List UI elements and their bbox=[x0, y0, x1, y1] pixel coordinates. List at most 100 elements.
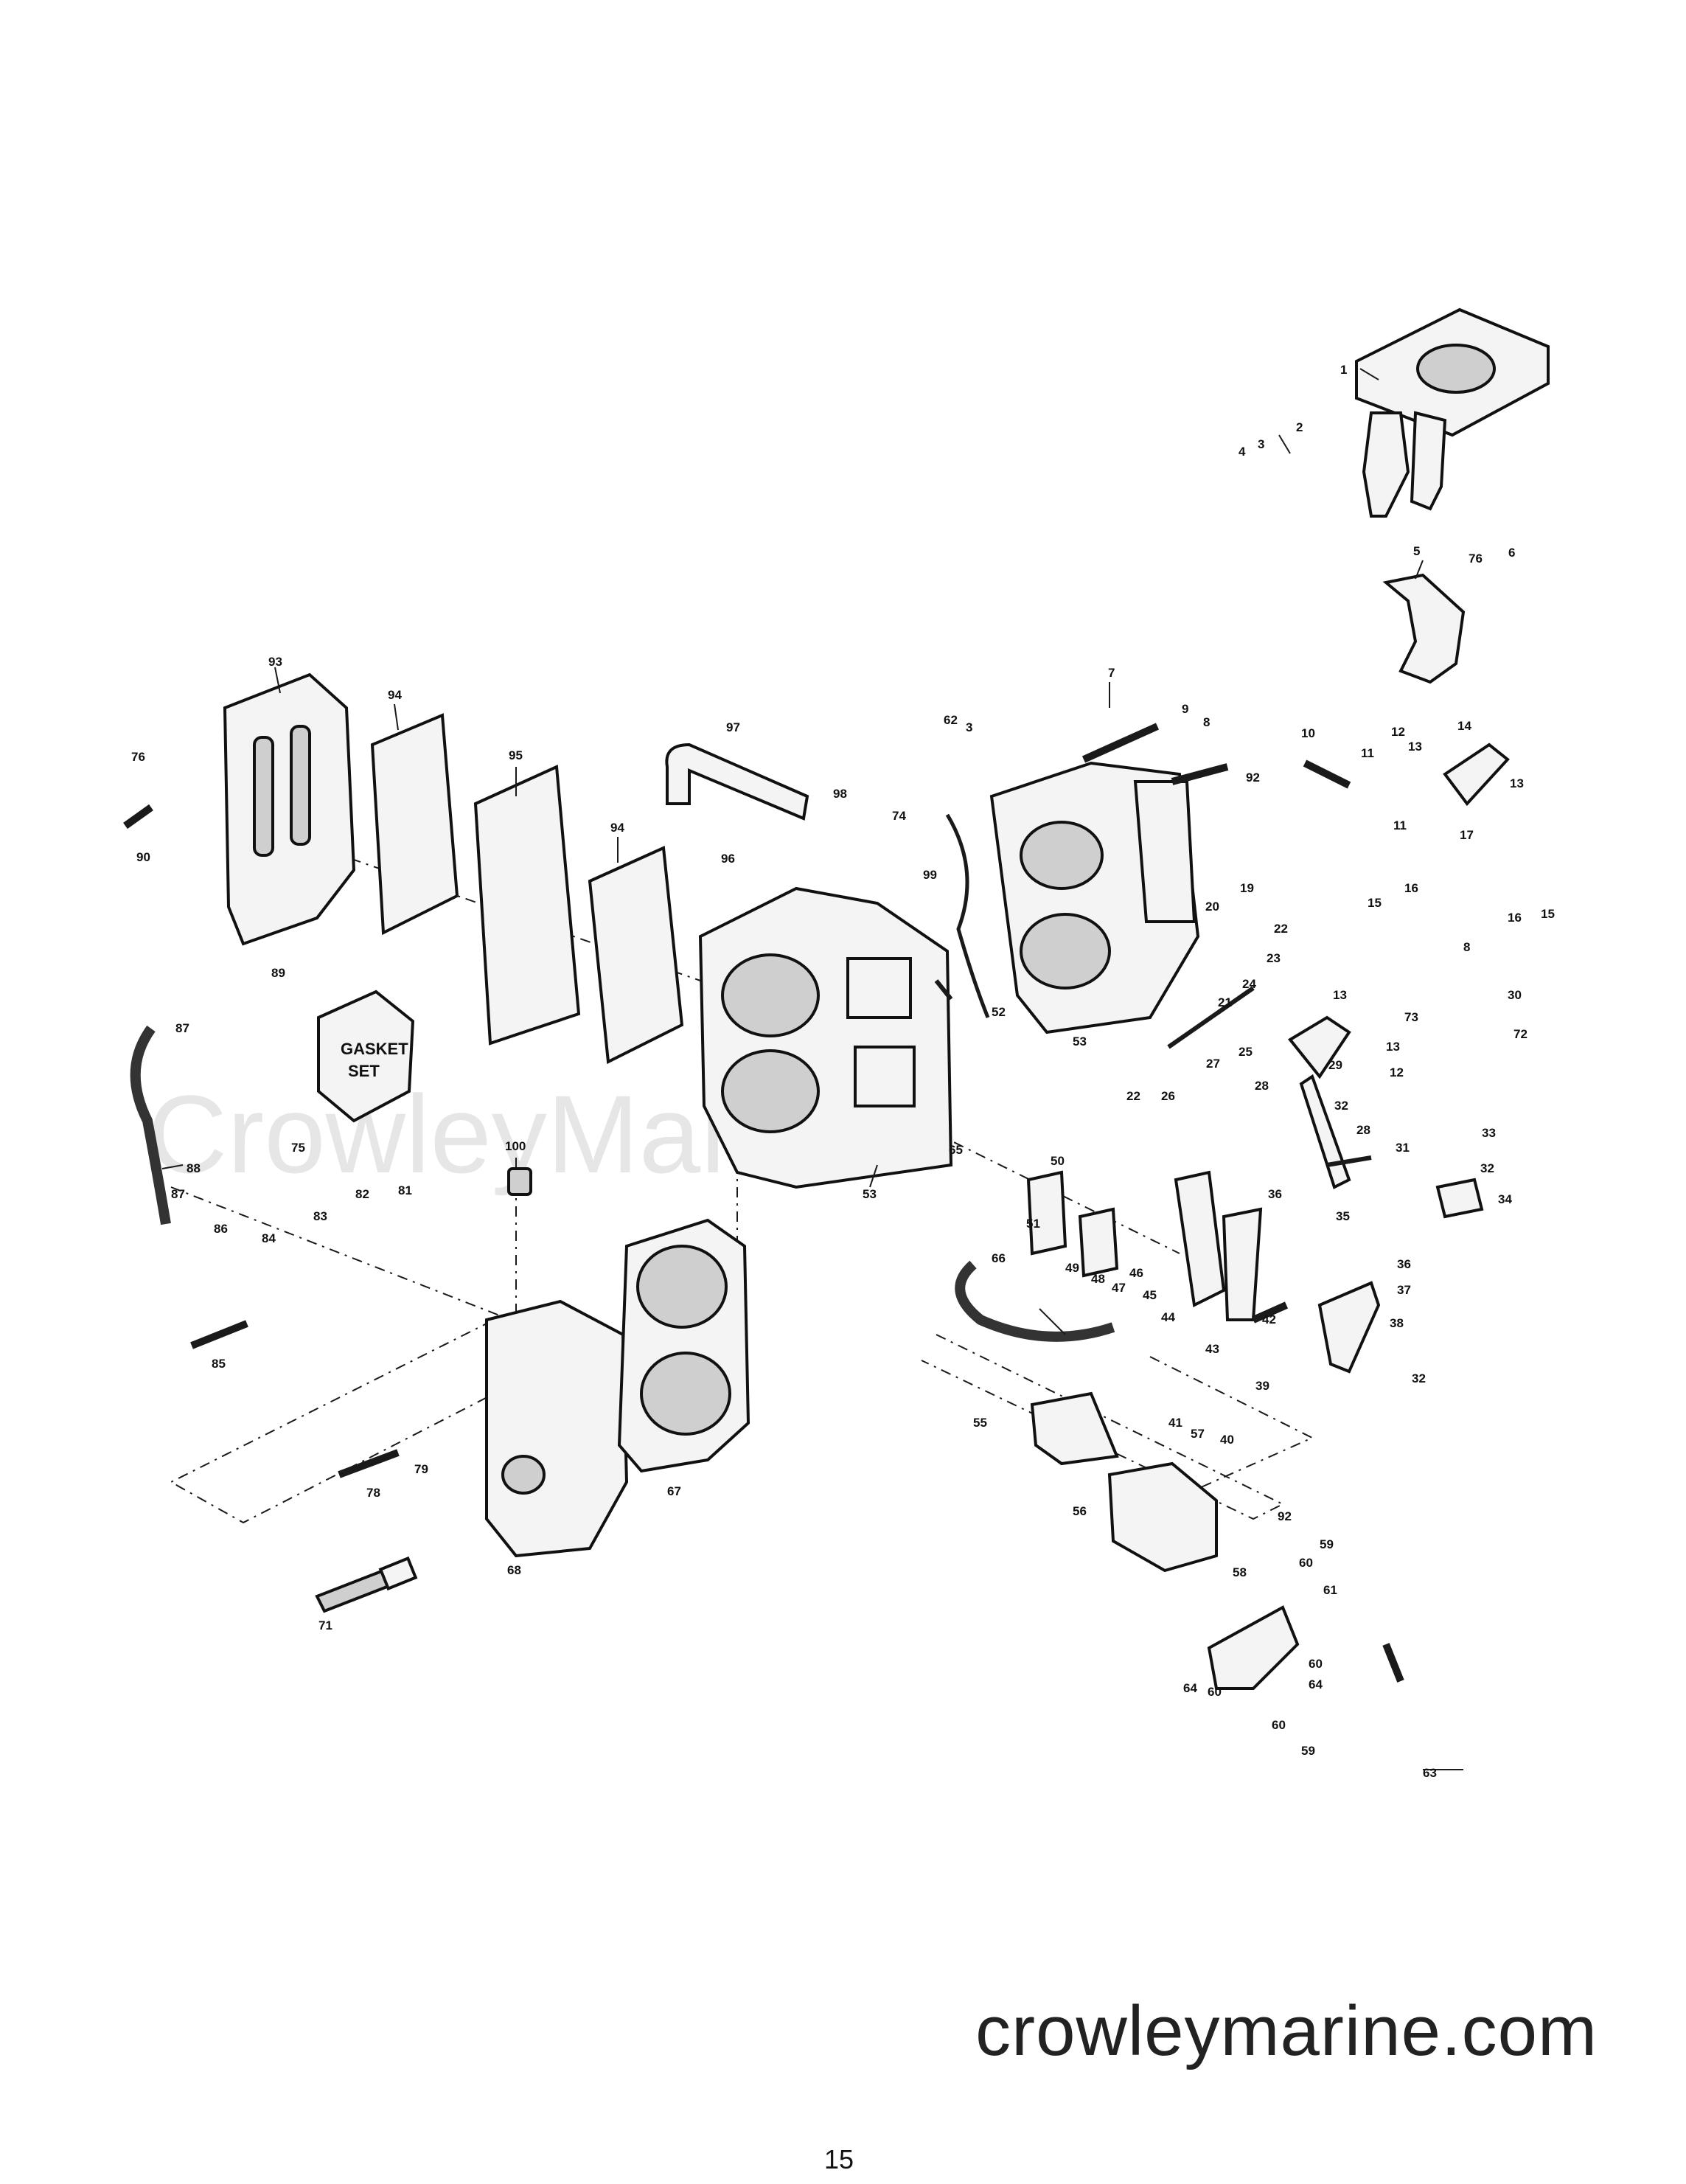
callout-99: 99 bbox=[923, 868, 937, 882]
callout-85: 85 bbox=[212, 1357, 226, 1371]
callout-76a: 76 bbox=[1469, 552, 1483, 566]
callout-63: 63 bbox=[1423, 1766, 1437, 1780]
callout-51: 51 bbox=[1026, 1217, 1040, 1231]
callout-1: 1 bbox=[1340, 363, 1347, 377]
callout-90: 90 bbox=[136, 850, 150, 864]
callout-47: 47 bbox=[1112, 1281, 1126, 1295]
callout-38: 38 bbox=[1390, 1316, 1404, 1330]
callout-93: 93 bbox=[268, 655, 282, 669]
callout-28b: 28 bbox=[1356, 1123, 1370, 1137]
callout-9: 9 bbox=[1182, 702, 1188, 716]
callout-83: 83 bbox=[313, 1209, 327, 1223]
callout-72: 72 bbox=[1513, 1027, 1527, 1041]
callout-82: 82 bbox=[355, 1187, 369, 1201]
callout-33: 33 bbox=[1482, 1126, 1496, 1140]
callout-7: 7 bbox=[1108, 666, 1115, 680]
callout-60a: 60 bbox=[1299, 1556, 1313, 1570]
bracket-plate-part bbox=[1382, 573, 1466, 684]
callout-71: 71 bbox=[318, 1618, 332, 1632]
callout-89: 89 bbox=[271, 966, 285, 980]
callout-87b: 87 bbox=[171, 1187, 185, 1201]
callout-19: 19 bbox=[1240, 881, 1254, 895]
callout-65: 65 bbox=[949, 1143, 963, 1157]
callout-36b: 36 bbox=[1397, 1257, 1411, 1271]
callout-36a: 36 bbox=[1268, 1187, 1282, 1201]
callout-35: 35 bbox=[1336, 1209, 1350, 1223]
callout-56: 56 bbox=[1073, 1504, 1087, 1518]
callout-26: 26 bbox=[1161, 1089, 1175, 1103]
callout-13d: 13 bbox=[1386, 1040, 1400, 1054]
callout-8: 8 bbox=[1203, 715, 1210, 729]
callout-50: 50 bbox=[1051, 1154, 1065, 1168]
callout-60c: 60 bbox=[1309, 1657, 1323, 1671]
callout-86: 86 bbox=[214, 1222, 228, 1236]
callout-92b: 92 bbox=[1278, 1509, 1292, 1523]
callout-6: 6 bbox=[1508, 546, 1515, 560]
callout-23: 23 bbox=[1267, 951, 1281, 965]
callout-8b: 8 bbox=[1463, 940, 1470, 954]
callout-92a: 92 bbox=[1246, 771, 1260, 785]
callout-55: 55 bbox=[973, 1416, 987, 1430]
callout-32b: 32 bbox=[1480, 1161, 1494, 1175]
callout-64b: 64 bbox=[1309, 1677, 1323, 1691]
callout-labels: 1 2 3 4 5 76 6 7 9 8 62 3 10 12 13 14 11… bbox=[131, 363, 1555, 1780]
callout-3b: 3 bbox=[966, 720, 972, 734]
callout-81: 81 bbox=[398, 1183, 412, 1197]
callout-40: 40 bbox=[1220, 1433, 1234, 1447]
callout-43: 43 bbox=[1205, 1342, 1219, 1356]
callout-64a: 64 bbox=[1183, 1681, 1197, 1695]
callout-13c: 13 bbox=[1333, 988, 1347, 1002]
bracket-61-part bbox=[1207, 1605, 1300, 1690]
callout-25: 25 bbox=[1239, 1045, 1253, 1059]
callout-46: 46 bbox=[1129, 1266, 1143, 1280]
callout-15b: 15 bbox=[1541, 907, 1555, 921]
cylinder-block-part bbox=[698, 886, 953, 1189]
callout-78: 78 bbox=[366, 1486, 380, 1500]
callout-74: 74 bbox=[892, 809, 906, 823]
bolts-and-fasteners bbox=[123, 723, 1404, 1683]
site-label: crowleymarine.com bbox=[975, 1992, 1598, 2070]
callout-61: 61 bbox=[1323, 1583, 1337, 1597]
callout-13a: 13 bbox=[1408, 740, 1422, 754]
cylinder-head-part bbox=[485, 1167, 629, 1558]
callout-60b: 60 bbox=[1208, 1685, 1222, 1699]
callout-94a: 94 bbox=[388, 688, 402, 702]
callout-34: 34 bbox=[1498, 1192, 1512, 1206]
callout-95: 95 bbox=[509, 748, 523, 762]
callout-12b: 12 bbox=[1390, 1065, 1404, 1079]
callout-4: 4 bbox=[1239, 445, 1246, 459]
callout-53a: 53 bbox=[1073, 1034, 1087, 1048]
callout-21: 21 bbox=[1218, 995, 1232, 1009]
callout-2: 2 bbox=[1296, 420, 1303, 434]
page-number: 15 bbox=[824, 2144, 854, 2174]
callout-29: 29 bbox=[1328, 1058, 1342, 1072]
wire-74-part bbox=[945, 813, 990, 1018]
callout-leaders bbox=[161, 368, 1463, 1770]
callout-49: 49 bbox=[1065, 1261, 1079, 1275]
exhaust-gaskets-part bbox=[370, 713, 684, 1065]
callout-76b: 76 bbox=[131, 750, 145, 764]
callout-13b: 13 bbox=[1510, 776, 1524, 790]
callout-12: 12 bbox=[1391, 725, 1405, 739]
callout-39: 39 bbox=[1255, 1379, 1269, 1393]
callout-11a: 11 bbox=[1361, 746, 1374, 760]
callout-79: 79 bbox=[414, 1462, 428, 1476]
callout-5: 5 bbox=[1413, 544, 1420, 558]
callout-58: 58 bbox=[1233, 1565, 1247, 1579]
callout-53b: 53 bbox=[863, 1187, 877, 1201]
callout-27: 27 bbox=[1206, 1057, 1220, 1071]
callout-59a: 59 bbox=[1320, 1537, 1334, 1551]
callout-97: 97 bbox=[726, 720, 740, 734]
callout-48: 48 bbox=[1091, 1272, 1105, 1286]
mounting-bracket-part bbox=[1355, 307, 1550, 518]
callout-16b: 16 bbox=[1508, 911, 1522, 925]
callout-75: 75 bbox=[291, 1141, 305, 1155]
callout-67: 67 bbox=[667, 1484, 681, 1498]
callout-3: 3 bbox=[1258, 437, 1264, 451]
callout-62: 62 bbox=[944, 713, 958, 727]
callout-60d: 60 bbox=[1272, 1718, 1286, 1732]
callout-96: 96 bbox=[721, 852, 735, 866]
callout-42: 42 bbox=[1262, 1312, 1276, 1326]
callout-31: 31 bbox=[1396, 1141, 1410, 1155]
